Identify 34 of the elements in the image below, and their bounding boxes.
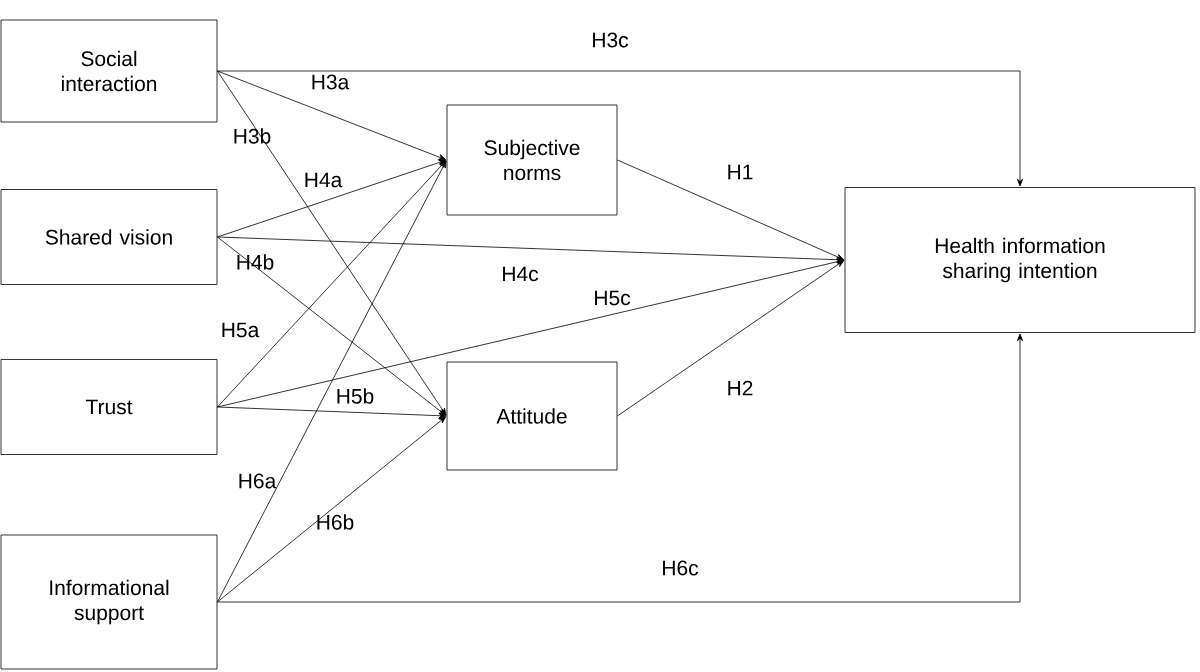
edge-label: H1 — [728, 164, 753, 180]
arrow — [217, 160, 447, 408]
box: Trust — [0, 359, 218, 455]
edge-label: H5c — [595, 290, 631, 306]
arrow — [217, 160, 447, 603]
arrow — [617, 260, 845, 417]
arrow — [217, 416, 447, 603]
box: Subjective norms — [446, 104, 618, 216]
box: Social interaction — [0, 19, 218, 123]
box: Shared vision — [0, 189, 218, 285]
arrow — [217, 406, 446, 419]
edge-label: H4a — [305, 172, 343, 188]
edge-label: H4c — [503, 266, 539, 282]
edge-label: H6a — [239, 473, 277, 489]
edge-label: H6c — [663, 560, 699, 576]
edge-label: H3c — [593, 32, 629, 48]
arrow — [217, 236, 447, 416]
edge-label: H2 — [728, 380, 753, 396]
edge-label: H3b — [234, 128, 271, 144]
edge-label: H5a — [222, 322, 260, 338]
edge-label: H5b — [337, 388, 374, 404]
edge-label: H3a — [312, 74, 350, 90]
box: Attitude — [446, 361, 618, 471]
arrow — [217, 258, 844, 408]
arrow — [217, 70, 447, 416]
arrow — [217, 333, 1023, 603]
arrow — [617, 159, 844, 260]
edge-label: H4b — [237, 254, 274, 270]
box: Health information sharing intention — [844, 187, 1196, 333]
edge-label: H6b — [317, 514, 354, 530]
box: Informational support — [0, 534, 218, 670]
arrow — [217, 70, 446, 160]
arrow — [217, 159, 446, 238]
arrow — [217, 70, 1023, 187]
